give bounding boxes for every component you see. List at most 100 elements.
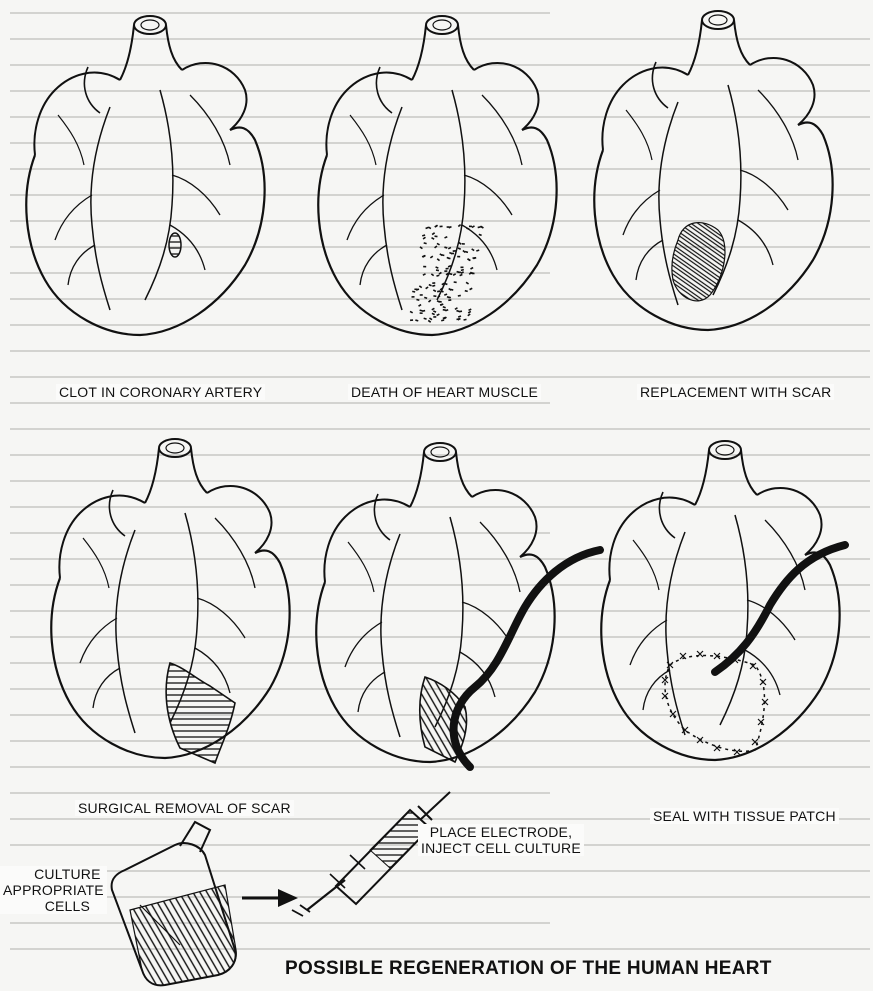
- caption-death: DEATH OF HEART MUSCLE: [348, 384, 541, 400]
- dead-muscle-dot: [448, 288, 451, 291]
- dead-muscle-dot: [471, 248, 474, 251]
- dead-muscle-dot: [437, 290, 440, 292]
- suture-mark: [662, 693, 668, 699]
- dead-muscle-dot: [432, 282, 435, 284]
- dead-muscle-dot: [461, 271, 464, 274]
- culture-medium: [130, 885, 236, 985]
- dead-muscle-dot: [428, 226, 431, 229]
- dead-muscle-dot: [479, 234, 482, 237]
- dead-muscle-dot: [476, 249, 479, 251]
- dead-muscle-dot: [423, 318, 426, 320]
- dead-muscle-dot: [469, 288, 472, 291]
- dead-muscle-dot: [415, 319, 418, 321]
- dead-muscle-dot: [466, 227, 469, 229]
- dead-muscle-dot: [420, 294, 423, 296]
- dead-muscle-dot: [458, 247, 461, 250]
- dead-muscle-dot: [457, 256, 460, 258]
- scar-region: [672, 223, 725, 301]
- dead-muscle-dot: [410, 311, 413, 314]
- heart-scar: [594, 11, 832, 330]
- dead-muscle-dot: [448, 296, 451, 298]
- dead-muscle-dot: [420, 312, 423, 314]
- dead-muscle-dot: [432, 313, 435, 316]
- dead-muscle-dot: [444, 270, 447, 272]
- dead-muscle-dot: [423, 266, 426, 268]
- suture-mark: [697, 651, 703, 657]
- dead-muscle-dot: [443, 306, 446, 309]
- dead-muscle-dot: [456, 310, 459, 312]
- caption-culture: CULTURE APPROPRIATE CELLS: [0, 866, 107, 914]
- dead-muscle-dot: [432, 232, 435, 235]
- dead-muscle-dot: [420, 246, 423, 249]
- dead-muscle-dot: [448, 247, 451, 250]
- dead-muscle-dot: [470, 267, 473, 270]
- dead-muscle-dot: [467, 313, 470, 316]
- dead-muscle-dot: [428, 299, 431, 302]
- dead-muscle-dot: [434, 245, 437, 248]
- heart-clot: [26, 16, 264, 335]
- dead-muscle-dot: [443, 309, 446, 311]
- dead-muscle-dot: [455, 307, 458, 310]
- suture-mark: [760, 679, 766, 685]
- caption-culture-line1: CULTURE: [3, 866, 104, 882]
- electrode-wire: [454, 550, 600, 767]
- dead-muscle-dot: [434, 235, 437, 237]
- dead-muscle-dot: [449, 252, 452, 254]
- clot-mark: [169, 233, 181, 257]
- caption-electrode-line1: PLACE ELECTRODE,: [421, 824, 581, 840]
- dead-muscle-dot: [416, 299, 419, 301]
- dead-muscle-dot: [428, 320, 431, 323]
- suture-mark: [670, 711, 676, 717]
- dead-muscle-dot: [423, 273, 426, 276]
- dead-muscle-dot: [429, 317, 432, 320]
- caption-clot: CLOT IN CORONARY ARTERY: [56, 384, 265, 400]
- dead-muscle-dot: [430, 256, 433, 259]
- dead-muscle-dot: [433, 310, 436, 313]
- dead-muscle-dot: [461, 269, 464, 271]
- dead-muscle-dot: [468, 308, 471, 311]
- caption-electrode: PLACE ELECTRODE, INJECT CELL CULTURE: [418, 824, 584, 856]
- dead-muscle-dot: [431, 308, 434, 311]
- dead-muscle-dot: [419, 285, 422, 288]
- dead-muscle-dot: [433, 316, 436, 318]
- dead-muscle-dot: [424, 242, 427, 244]
- dead-muscle-dot: [446, 268, 449, 270]
- dead-muscle-dot: [423, 237, 426, 240]
- suture-mark: [697, 737, 703, 743]
- dead-muscle-dot: [446, 257, 449, 260]
- dead-muscle-dot: [463, 319, 466, 321]
- dead-muscle-dot: [472, 225, 475, 228]
- suture-mark: [752, 739, 758, 745]
- dead-muscle-dot: [436, 269, 439, 271]
- dead-muscle-dot: [437, 243, 440, 246]
- caption-electrode-line2: INJECT CELL CULTURE: [421, 840, 581, 856]
- dead-muscle-dot: [449, 273, 452, 275]
- dead-muscle-dot: [422, 234, 425, 236]
- diagram-title: POSSIBLE REGENERATION OF THE HUMAN HEART: [282, 958, 775, 980]
- caption-culture-line2: APPROPRIATE: [3, 882, 104, 898]
- suture-mark: [758, 719, 764, 725]
- dead-muscle-dot: [469, 226, 472, 228]
- dead-muscle-dot: [436, 274, 439, 276]
- dead-muscle-dot: [425, 286, 428, 289]
- dead-muscle-dot: [444, 293, 447, 296]
- dead-muscle-dot: [460, 267, 463, 269]
- dead-muscle-dot: [435, 266, 438, 269]
- dead-muscle-dot: [462, 250, 465, 253]
- culture-bottle: [112, 822, 237, 985]
- dead-muscle-dot: [410, 319, 413, 321]
- heart-dead-muscle: [318, 16, 556, 335]
- dead-muscle-dot: [433, 289, 436, 292]
- dead-muscle-dot: [444, 246, 447, 248]
- dead-muscle-dot: [437, 258, 440, 261]
- dead-muscle-dot: [462, 243, 465, 245]
- dead-muscle-dot: [429, 284, 432, 287]
- dead-muscle-dot: [440, 226, 443, 228]
- dead-muscle-dot: [453, 273, 456, 276]
- arrow-to-syringe: [242, 889, 298, 907]
- caption-removal: SURGICAL REMOVAL OF SCAR: [75, 800, 294, 816]
- dead-muscle-dot: [466, 282, 469, 285]
- dead-muscle-dot: [441, 319, 444, 321]
- heart-scar-removed: [51, 439, 289, 763]
- heart-electrode: [316, 443, 600, 767]
